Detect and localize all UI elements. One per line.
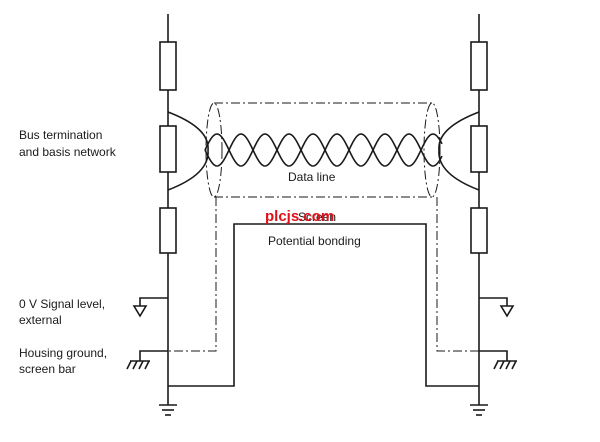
right-termination-resistor: [470, 125, 488, 173]
potential-bonding-wire: [168, 223, 479, 387]
housing-ground-label-line2: screen bar: [19, 362, 76, 376]
right-arc-top: [438, 111, 480, 151]
housing-ground-label-line1: Housing ground,: [19, 346, 108, 360]
left-termination-resistor: [159, 125, 177, 173]
screen-right-end: [423, 102, 441, 198]
left-signal-ground: [132, 297, 168, 318]
left-arc-top: [167, 111, 209, 151]
left-pullup-resistor: [159, 41, 177, 91]
bus-termination-label-line2: and basis network: [19, 145, 116, 159]
data-wire-a: [204, 133, 443, 167]
watermark: plcjs.com: [265, 208, 335, 225]
data-line-label: Data line: [288, 170, 336, 184]
right-termination-network: [438, 14, 488, 405]
right-screen-drain: [436, 197, 479, 352]
screen-left-end: [205, 102, 223, 198]
left-screen-drain: [168, 197, 217, 352]
right-arc-bottom: [438, 149, 480, 191]
left-housing-ground: [126, 350, 168, 370]
signal-level-label-line1: 0 V Signal level,: [19, 297, 106, 311]
right-housing-ground: [479, 350, 517, 370]
right-signal-ground: [479, 297, 515, 318]
right-pullup-resistor: [470, 41, 488, 91]
left-arc-bottom: [167, 149, 209, 191]
right-earth-symbol: [470, 404, 488, 416]
left-termination-network: [159, 14, 209, 405]
cable-screen: [168, 102, 479, 352]
screen-label: Screen: [298, 210, 337, 224]
potential-bonding-label: Potential bonding: [268, 234, 361, 248]
left-pulldown-resistor: [159, 207, 177, 254]
bus-termination-label-line1: Bus termination: [19, 128, 103, 142]
left-earth-symbol: [159, 404, 177, 416]
twisted-pair-data-line: [204, 133, 443, 167]
signal-level-label-line2: external: [19, 313, 62, 327]
data-wire-b: [204, 133, 443, 167]
right-pulldown-resistor: [470, 207, 488, 254]
